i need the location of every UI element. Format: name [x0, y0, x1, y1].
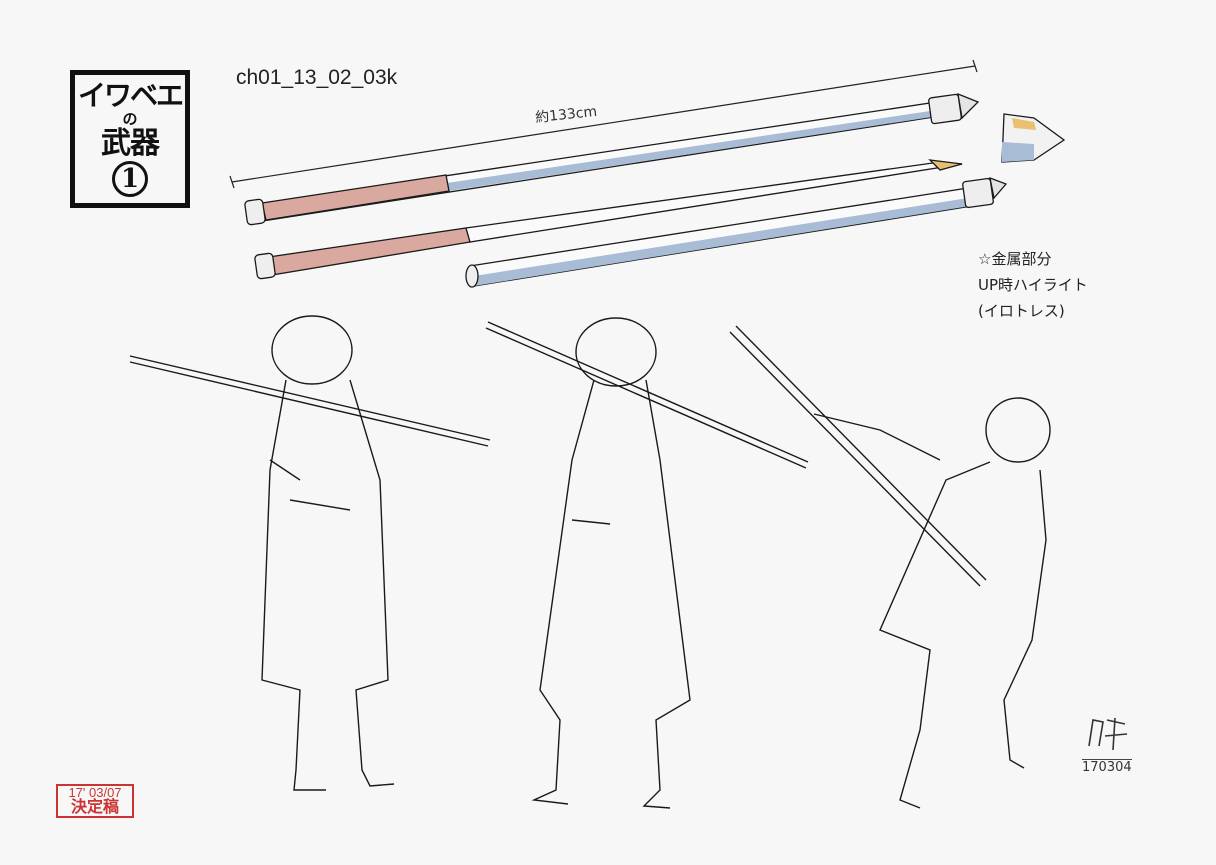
signature-glyph-icon	[1088, 717, 1127, 751]
assembled-staff	[244, 92, 980, 226]
sheath	[465, 176, 1008, 288]
title-weapon: 武器	[101, 125, 160, 161]
spearhead-detail	[1001, 113, 1066, 163]
note-line-3: (イロトレス)	[978, 302, 1065, 320]
title-name: イワベエ	[77, 78, 184, 112]
note-line-2: UP時ハイライト	[978, 276, 1088, 294]
stamp-status: 決定稿	[70, 798, 119, 816]
signature-number: 170304	[1082, 759, 1132, 775]
note-line-1: ☆金属部分	[978, 250, 1052, 268]
title-box: イワベエ の 武器 1	[70, 70, 190, 208]
character-pose-front	[129, 315, 491, 791]
title-number: 1	[112, 160, 148, 197]
approval-stamp: 17' 03/07 決定稿	[56, 784, 134, 819]
character-pose-action	[729, 325, 1051, 809]
cut-code: ch01_13_02_03k	[236, 66, 398, 89]
artist-signature: 170304	[1082, 716, 1132, 775]
stamp-date: 17' 03/07	[68, 785, 122, 800]
color-note: ☆金属部分 UP時ハイライト (イロトレス)	[978, 246, 1088, 324]
dimension-line	[229, 59, 978, 189]
title-particle: の	[122, 109, 138, 128]
signature-mark	[1082, 716, 1132, 759]
character-pose-turned	[485, 317, 809, 809]
drawn-blade	[254, 159, 963, 280]
